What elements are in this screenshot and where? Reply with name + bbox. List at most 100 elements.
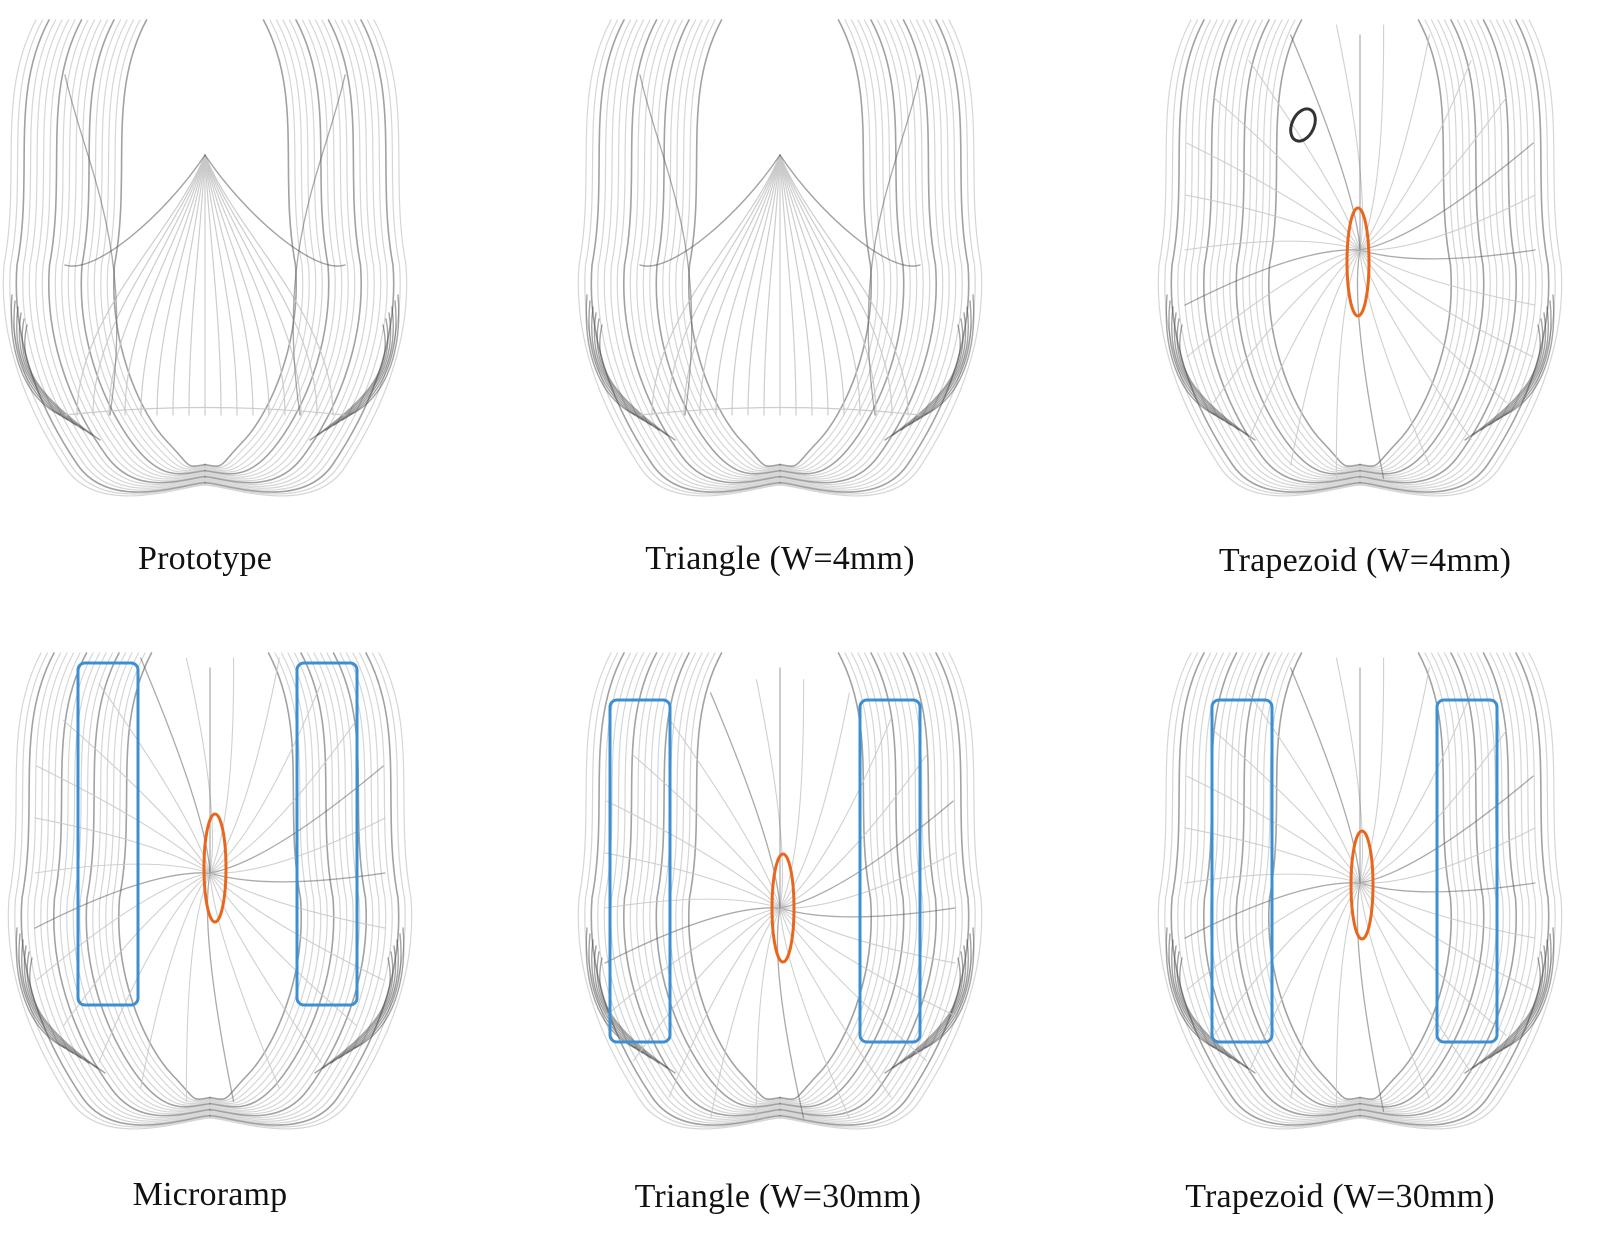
streamline-right bbox=[779, 652, 983, 1130]
radial-line bbox=[1359, 775, 1534, 884]
side-roll-left bbox=[591, 939, 652, 1059]
node-ellipse bbox=[770, 852, 796, 964]
side-box-right bbox=[295, 661, 359, 1007]
chevron-line bbox=[779, 154, 877, 416]
vortex-ring bbox=[1289, 107, 1317, 143]
radial-line bbox=[209, 872, 322, 1063]
radial-line bbox=[1290, 667, 1361, 884]
streamline-left bbox=[610, 652, 781, 1120]
streamline-left bbox=[577, 19, 781, 497]
outer-streamlines bbox=[2, 19, 408, 497]
streamline-left bbox=[1196, 652, 1361, 1119]
radial-line bbox=[36, 765, 211, 874]
radial-line bbox=[1335, 657, 1364, 884]
streamline-right bbox=[779, 19, 873, 467]
streamline-left bbox=[636, 19, 781, 480]
caption-trapezoid-4mm: Trapezoid (W=4mm) bbox=[1218, 542, 1512, 579]
streamline-left bbox=[1170, 19, 1361, 493]
side-roll-left bbox=[10, 294, 61, 416]
streamline-left bbox=[100, 19, 206, 470]
streamline-left bbox=[610, 19, 781, 487]
radial-line bbox=[1335, 882, 1361, 1112]
streamline-right bbox=[204, 19, 298, 467]
streamline-right bbox=[204, 19, 349, 480]
radial-line bbox=[668, 718, 781, 909]
streamline-right bbox=[209, 652, 374, 1119]
side-roll-right bbox=[900, 945, 967, 1064]
radial-line bbox=[1359, 882, 1472, 1073]
streamline-left bbox=[675, 19, 781, 470]
chevron-line bbox=[204, 154, 222, 416]
inner-streamlines bbox=[34, 657, 386, 1102]
side-roll-right bbox=[322, 951, 394, 1069]
side-roll-left bbox=[23, 945, 90, 1064]
streamline-left bbox=[577, 652, 781, 1130]
streamline-left bbox=[649, 19, 781, 477]
radial-line bbox=[1359, 194, 1536, 251]
node-ellipse bbox=[202, 812, 228, 924]
streamline-right bbox=[1359, 19, 1543, 491]
streamline-left bbox=[59, 652, 211, 1115]
streamline-right bbox=[779, 652, 957, 1122]
radial-line bbox=[710, 692, 781, 909]
chevron-line bbox=[204, 154, 270, 416]
streamline-left bbox=[87, 19, 206, 473]
side-roll-left bbox=[1179, 957, 1256, 1074]
radial-line bbox=[779, 907, 956, 918]
streamline-right bbox=[779, 19, 937, 484]
radial-line bbox=[1335, 249, 1361, 479]
radial-line bbox=[779, 718, 892, 909]
chevron-edge-left bbox=[639, 154, 781, 267]
streamline-right bbox=[1359, 652, 1491, 1110]
streamline-left bbox=[79, 652, 211, 1110]
streamline-right bbox=[204, 19, 330, 475]
streamline-right bbox=[1359, 652, 1550, 1126]
streamline-right bbox=[779, 652, 911, 1110]
streamline-left bbox=[20, 652, 211, 1126]
streamline-left bbox=[1164, 19, 1361, 495]
streamline-left bbox=[629, 652, 781, 1115]
radial-line bbox=[1359, 882, 1534, 991]
side-roll-left bbox=[29, 957, 106, 1074]
streamline-right bbox=[209, 652, 413, 1130]
separation-line-left bbox=[64, 74, 118, 416]
chevron-line bbox=[779, 154, 893, 416]
outer-streamlines bbox=[1157, 19, 1563, 497]
streamline-left bbox=[92, 652, 211, 1106]
streamline-left bbox=[603, 652, 781, 1122]
inner-streamlines bbox=[64, 74, 346, 416]
streamline-right bbox=[209, 652, 361, 1115]
chevron-edge-right bbox=[779, 154, 921, 267]
side-roll-left bbox=[585, 294, 636, 416]
streamline-right bbox=[779, 19, 957, 489]
streamline-right bbox=[1359, 652, 1485, 1108]
chevron-line bbox=[124, 154, 206, 416]
streamline-left bbox=[584, 652, 781, 1128]
radial-line bbox=[1359, 249, 1430, 466]
caption-prototype: Prototype bbox=[137, 540, 272, 577]
radial-line bbox=[140, 657, 211, 874]
radial-line bbox=[1359, 24, 1385, 251]
streamline-left bbox=[15, 19, 206, 493]
streamline-right bbox=[1359, 19, 1550, 493]
streamline-left bbox=[616, 19, 781, 486]
side-roll-left bbox=[585, 927, 636, 1049]
streamline-left bbox=[1157, 19, 1361, 497]
radial-line bbox=[1184, 249, 1361, 306]
side-rolls bbox=[585, 927, 975, 1074]
streamline-right bbox=[779, 19, 950, 487]
side-roll-right bbox=[900, 312, 967, 431]
side-roll-right bbox=[330, 945, 397, 1064]
chevron-line bbox=[172, 154, 206, 416]
panel-trapezoid-4mm bbox=[1155, 15, 1565, 505]
side-rolls bbox=[1165, 927, 1555, 1074]
streamline-left bbox=[1229, 652, 1361, 1110]
side-roll-right bbox=[314, 957, 391, 1074]
streamline-right bbox=[204, 19, 401, 495]
side-roll-right bbox=[333, 306, 394, 426]
streamline-right bbox=[1359, 19, 1537, 489]
chevron-line bbox=[779, 154, 909, 416]
streamline-left bbox=[53, 652, 211, 1117]
side-rolls bbox=[15, 927, 405, 1074]
chevron-line bbox=[699, 154, 781, 416]
